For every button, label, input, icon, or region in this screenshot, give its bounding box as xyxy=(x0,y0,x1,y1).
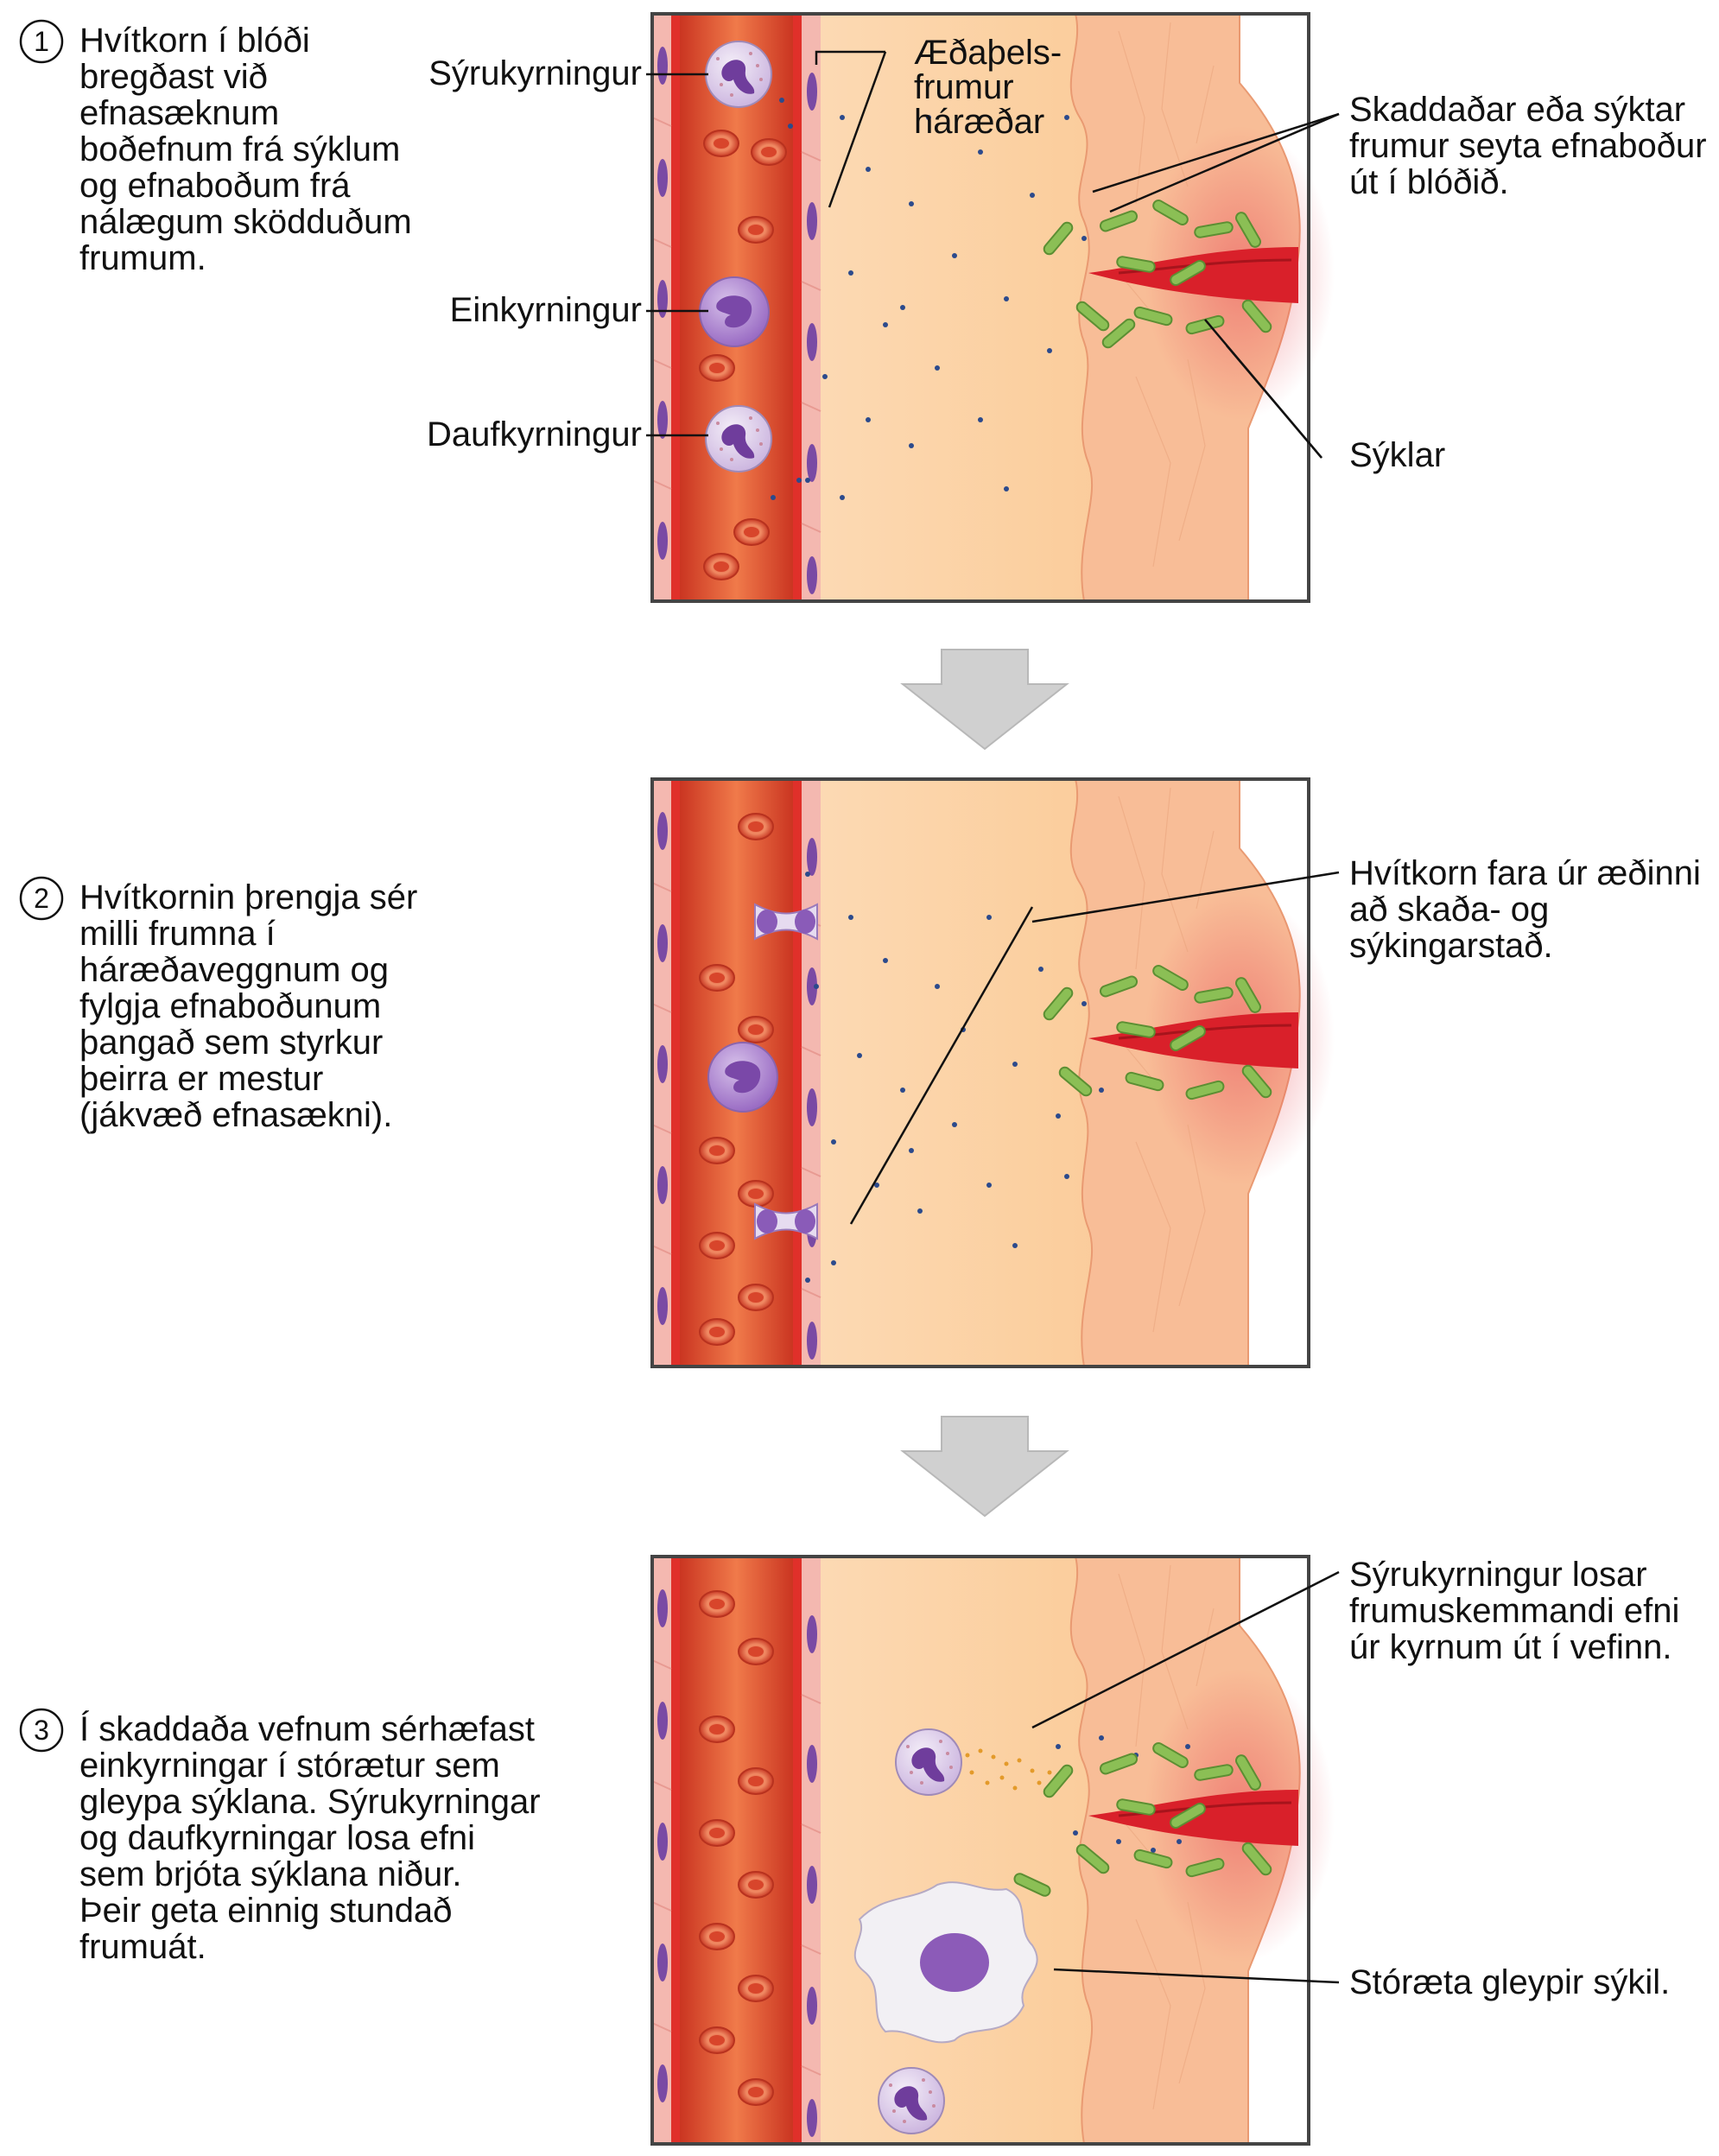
signal-dots xyxy=(771,98,1104,500)
label-line: út í blóðið. xyxy=(1349,163,1509,201)
label-line: frumur seyta efnaboður xyxy=(1349,127,1707,165)
label-line: Hvítkorn fara úr æðinni xyxy=(1349,854,1701,892)
step-text-line: Í skaddaða vefnum sérhæfast xyxy=(79,1709,535,1748)
label-line: háræðar xyxy=(914,103,1044,141)
label-neutrophil: Daufkyrningur xyxy=(427,415,642,453)
step-text-line: nálægum sködduðum xyxy=(79,203,412,241)
step-text-line: milli frumna í xyxy=(79,915,276,953)
label-line: úr kyrnum út í vefinn. xyxy=(1349,1628,1671,1666)
step-text-line: frumum. xyxy=(79,239,206,277)
step-number: 1 xyxy=(34,26,49,57)
signal-dots xyxy=(1056,1735,1190,1853)
eosinophil-cell xyxy=(705,41,772,108)
step-marker-1: 1 xyxy=(19,19,64,64)
step-text-line: (jákvæð efnasækni). xyxy=(79,1096,392,1134)
step-text-line: sem brjóta sýklana niður. xyxy=(79,1855,461,1893)
neutrophil-cell xyxy=(705,405,772,472)
label-line: Æðaþels- xyxy=(914,34,1062,72)
monocyte-cell xyxy=(699,276,770,347)
label-eosinophil: Sýrukyrningur xyxy=(428,54,642,92)
step-text-line: Þeir geta einnig stundað xyxy=(79,1892,452,1930)
signal-dots xyxy=(805,872,1104,1283)
eosinophil-cell xyxy=(895,1728,962,1796)
step-number: 3 xyxy=(34,1715,49,1746)
step-text-line: frumuát. xyxy=(79,1928,206,1966)
label-leave-vessel: Hvítkorn fara úr æðinni að skaða- og sýk… xyxy=(1349,854,1701,965)
leukocyte-cell xyxy=(878,2067,945,2134)
step-number: 2 xyxy=(34,883,49,914)
label-line: Sýrukyrningur losar xyxy=(1349,1556,1647,1594)
step-text-line: efnasæknum xyxy=(79,94,279,132)
macrophage xyxy=(853,1871,1053,2044)
step-text-line: og daufkyrningar losa efni xyxy=(79,1819,475,1857)
step-text-line: þeirra er mestur xyxy=(79,1060,323,1098)
step-text-line: Hvítkornin þrengja sér xyxy=(79,878,417,916)
step-text-2: Hvítkornin þrengja sér milli frumna í há… xyxy=(79,878,417,1134)
panel-1 xyxy=(650,12,1336,603)
label-macrophage: Stóræta gleypir sýkil. xyxy=(1349,1963,1670,2001)
step-text-1: Hvítkorn í blóði bregðast við efnasæknum… xyxy=(79,22,412,277)
label-monocyte: Einkyrningur xyxy=(450,291,642,329)
step-text-line: Hvítkorn í blóði xyxy=(79,22,310,60)
step-text-line: og efnaboðum frá xyxy=(79,167,351,205)
step-text-3: Í skaddaða vefnum sérhæfast einkyrningar… xyxy=(79,1709,541,1966)
step-arrow-1 xyxy=(902,649,1068,750)
label-line: að skaða- og xyxy=(1349,891,1549,929)
label-line: Skaddaðar eða sýktar xyxy=(1349,91,1685,129)
step-text-line: einkyrningar í stórætur sem xyxy=(79,1747,500,1785)
label-line: frumur xyxy=(914,68,1014,106)
step-text-line: bregðast við xyxy=(79,58,268,96)
step-marker-2: 2 xyxy=(19,876,64,921)
label-eosinophil-release: Sýrukyrningur losar frumuskemmandi efni … xyxy=(1349,1556,1679,1666)
panel-2 xyxy=(650,777,1336,1368)
label-line: frumuskemmandi efni xyxy=(1349,1592,1679,1630)
step-marker-3: 3 xyxy=(19,1708,64,1753)
panel-3 xyxy=(650,1555,1336,2146)
step-text-line: boðefnum frá sýklum xyxy=(79,130,400,168)
granule-release xyxy=(965,1748,1052,1791)
step-text-line: háræðaveggnum og xyxy=(79,951,389,989)
label-endothelial: Æðaþels- frumur háræðar xyxy=(914,34,1062,141)
monocyte-cell xyxy=(707,1042,778,1113)
step-text-line: gleypa sýklana. Sýrukyrningar xyxy=(79,1783,541,1821)
step-text-line: fylgja efnaboðunum xyxy=(79,987,381,1025)
label-bacteria: Sýklar xyxy=(1349,436,1445,474)
step-arrow-2 xyxy=(902,1416,1068,1517)
label-line: sýkingarstað. xyxy=(1349,927,1553,965)
step-text-line: þangað sem styrkur xyxy=(79,1024,383,1062)
label-damaged-cells: Skaddaðar eða sýktar frumur seyta efnabo… xyxy=(1349,91,1707,201)
leader-lines xyxy=(646,50,1340,1984)
